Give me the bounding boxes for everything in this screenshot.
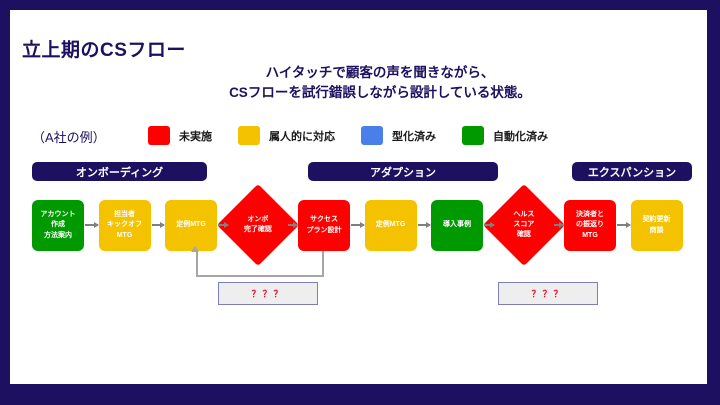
swatch-automated-icon	[462, 126, 484, 145]
flow-arrow-8	[617, 221, 630, 228]
legend-label-automated: 自動化済み	[493, 130, 548, 143]
node-renewal-meeting[interactable]: 契約更新商談	[630, 200, 683, 251]
node-regular-mtg-2[interactable]: 定例MTG	[364, 200, 417, 251]
legend-item-templated: 型化済み	[361, 126, 436, 145]
node-success-plan-label: サクセスプラン設計	[306, 216, 342, 234]
node-case-study-label: 導入事例	[443, 221, 471, 229]
swatch-not-implemented-icon	[148, 126, 170, 145]
flow-arrow-2	[218, 221, 228, 228]
phase-bar-adoption: アダプション	[308, 162, 498, 181]
subtitle-line-1: ハイタッチで顧客の声を聞きながら、	[265, 65, 495, 80]
flow-arrow-1	[151, 221, 165, 228]
question-box-adoption: ？？？	[498, 282, 598, 305]
subtitle-line-2: CSフローを試行錯誤しながら設計している状態。	[229, 85, 531, 101]
slide-subtitle: ハイタッチで顧客の声を聞きながら、 CSフローを試行錯誤しながら設計している状態…	[180, 63, 580, 104]
legend-item-manual: 属人的に対応	[238, 126, 335, 145]
legend-label-not-implemented: 未実施	[179, 130, 212, 143]
example-caption: （A社の例）	[32, 130, 106, 145]
feedback-loop-arrowhead-icon	[191, 246, 199, 252]
node-regular-mtg-1[interactable]: 定例MTG	[165, 200, 217, 251]
slide-canvas: 立上期のCSフロー ハイタッチで顧客の声を聞きながら、 CSフローを試行錯誤しな…	[10, 10, 707, 384]
swatch-manual-icon	[238, 126, 260, 145]
page-title: 立上期のCSフロー	[22, 39, 186, 61]
flow-arrow-3	[287, 221, 298, 228]
legend-item-automated: 自動化済み	[462, 126, 548, 145]
legend-label-manual: 属人的に対応	[269, 130, 335, 143]
node-renewal-meeting-label: 契約更新商談	[642, 216, 671, 234]
node-case-study[interactable]: 導入事例	[431, 200, 483, 251]
legend: 未実施 属人的に対応 型化済み 自動化済み	[148, 126, 574, 145]
phase-bar-onboarding: オンボーディング	[32, 162, 207, 181]
flow-arrow-4	[351, 221, 364, 228]
node-onboarding-check-label: オンボ完了確認	[243, 215, 272, 233]
flow-arrow-5	[417, 221, 431, 228]
phase-bar-expansion: エクスパンション	[572, 162, 692, 181]
legend-item-not-implemented: 未実施	[148, 126, 212, 145]
feedback-loop-connector	[196, 251, 324, 277]
swatch-templated-icon	[361, 126, 383, 145]
node-regular-mtg-2-label: 定例MTG	[375, 221, 406, 229]
node-account-setup-label: アカウント作成方法案内	[40, 211, 76, 239]
flow-arrow-6	[484, 221, 494, 228]
legend-label-templated: 型化済み	[392, 130, 436, 143]
flow-arrow-0	[85, 221, 98, 228]
node-health-score-label: ヘルススコア確認	[513, 210, 535, 239]
node-regular-mtg-1-label: 定例MTG	[176, 221, 206, 229]
flow-arrow-7	[553, 221, 564, 228]
node-success-plan[interactable]: サクセスプラン設計	[298, 200, 350, 251]
node-health-score[interactable]: ヘルススコア確認	[482, 183, 565, 267]
question-box-onboarding: ？？？	[218, 282, 318, 305]
node-account-setup[interactable]: アカウント作成方法案内	[32, 200, 84, 251]
